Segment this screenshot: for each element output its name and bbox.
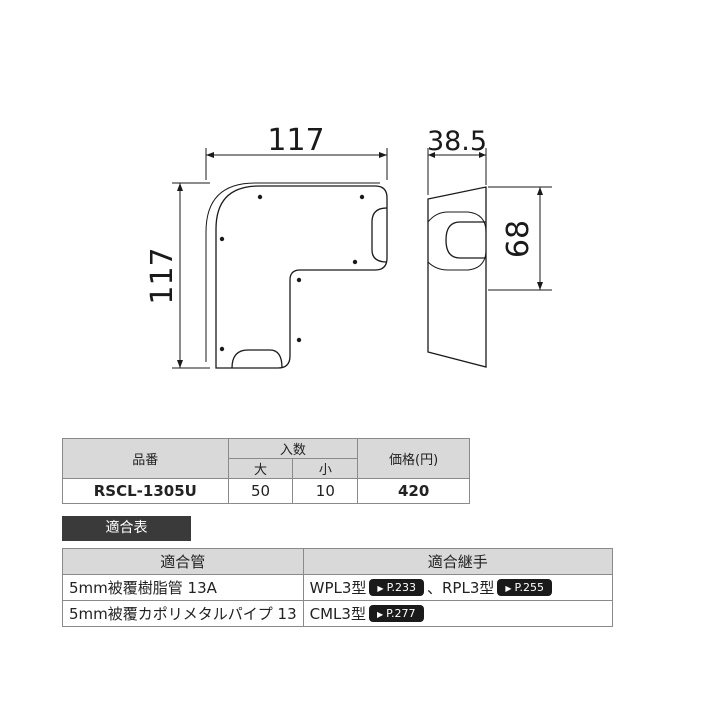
screw-holes — [219, 194, 365, 352]
compat-section-label: 適合表 — [62, 516, 191, 541]
table-row: 5mm被覆樹脂管 13A WPL3型▶P.233、RPL3型▶P.255 — [62, 574, 614, 601]
technical-drawing: 117 117 38.5 68 — [145, 123, 552, 369]
pipe-cell: 5mm被覆カポリメタルパイプ 13 — [62, 600, 304, 627]
side-view-u-channel — [427, 211, 487, 271]
page-ref-link[interactable]: ▶P.277 — [368, 605, 424, 622]
header-pipe: 適合管 — [62, 548, 304, 575]
fitting-cell: WPL3型▶P.233、RPL3型▶P.255 — [302, 574, 614, 601]
page-ref-text: P.255 — [514, 581, 544, 594]
play-arrow-icon: ▶ — [505, 584, 512, 593]
header-small: 小 — [292, 458, 359, 479]
front-height-label: 117 — [145, 247, 180, 304]
side-view-inner-u — [445, 221, 486, 259]
fitting-name: CML3型 — [309, 605, 366, 623]
fitting-cell: CML3型▶P.277 — [302, 600, 614, 627]
large-qty-cell: 50 — [227, 478, 294, 504]
compat-table: 適合管 適合継手 5mm被覆樹脂管 13A WPL3型▶P.233、RPL3型▶… — [62, 548, 614, 627]
spec-table: 品番 入数 価格(円) 大 小 RSCL-1305U 50 10 420 — [62, 438, 470, 504]
side-height-label: 68 — [501, 220, 536, 258]
page-ref-text: P.233 — [386, 581, 416, 594]
header-fitting: 適合継手 — [302, 548, 614, 575]
front-view-bottom-notch — [231, 349, 283, 369]
front-view-right-notch — [371, 207, 388, 263]
price-cell: 420 — [357, 478, 470, 504]
play-arrow-icon: ▶ — [376, 610, 384, 619]
small-qty-cell: 10 — [292, 478, 359, 504]
play-arrow-icon: ▶ — [377, 584, 384, 593]
pipe-cell: 5mm被覆樹脂管 13A — [62, 574, 304, 601]
part-no-cell: RSCL-1305U — [62, 478, 229, 504]
separator: 、 — [426, 579, 442, 597]
table-row: 5mm被覆カポリメタルパイプ 13 CML3型▶P.277 — [62, 600, 614, 627]
table-row: RSCL-1305U 50 10 420 — [62, 478, 470, 504]
front-view-outline — [215, 185, 388, 369]
header-large: 大 — [227, 458, 294, 479]
side-view-outline — [427, 186, 487, 368]
header-part-no: 品番 — [62, 438, 229, 479]
fitting-name: RPL3型 — [442, 579, 495, 597]
header-price: 価格(円) — [357, 438, 470, 479]
page-ref-link[interactable]: ▶P.233 — [369, 579, 424, 596]
page-ref-text: P.277 — [386, 607, 416, 620]
side-width-label: 38.5 — [427, 126, 487, 157]
front-view-inner-line — [205, 182, 380, 362]
front-width-label: 117 — [267, 123, 324, 158]
page-ref-link[interactable]: ▶P.255 — [497, 579, 552, 596]
fitting-name: WPL3型 — [309, 579, 367, 597]
header-quantity: 入数 — [227, 438, 359, 459]
